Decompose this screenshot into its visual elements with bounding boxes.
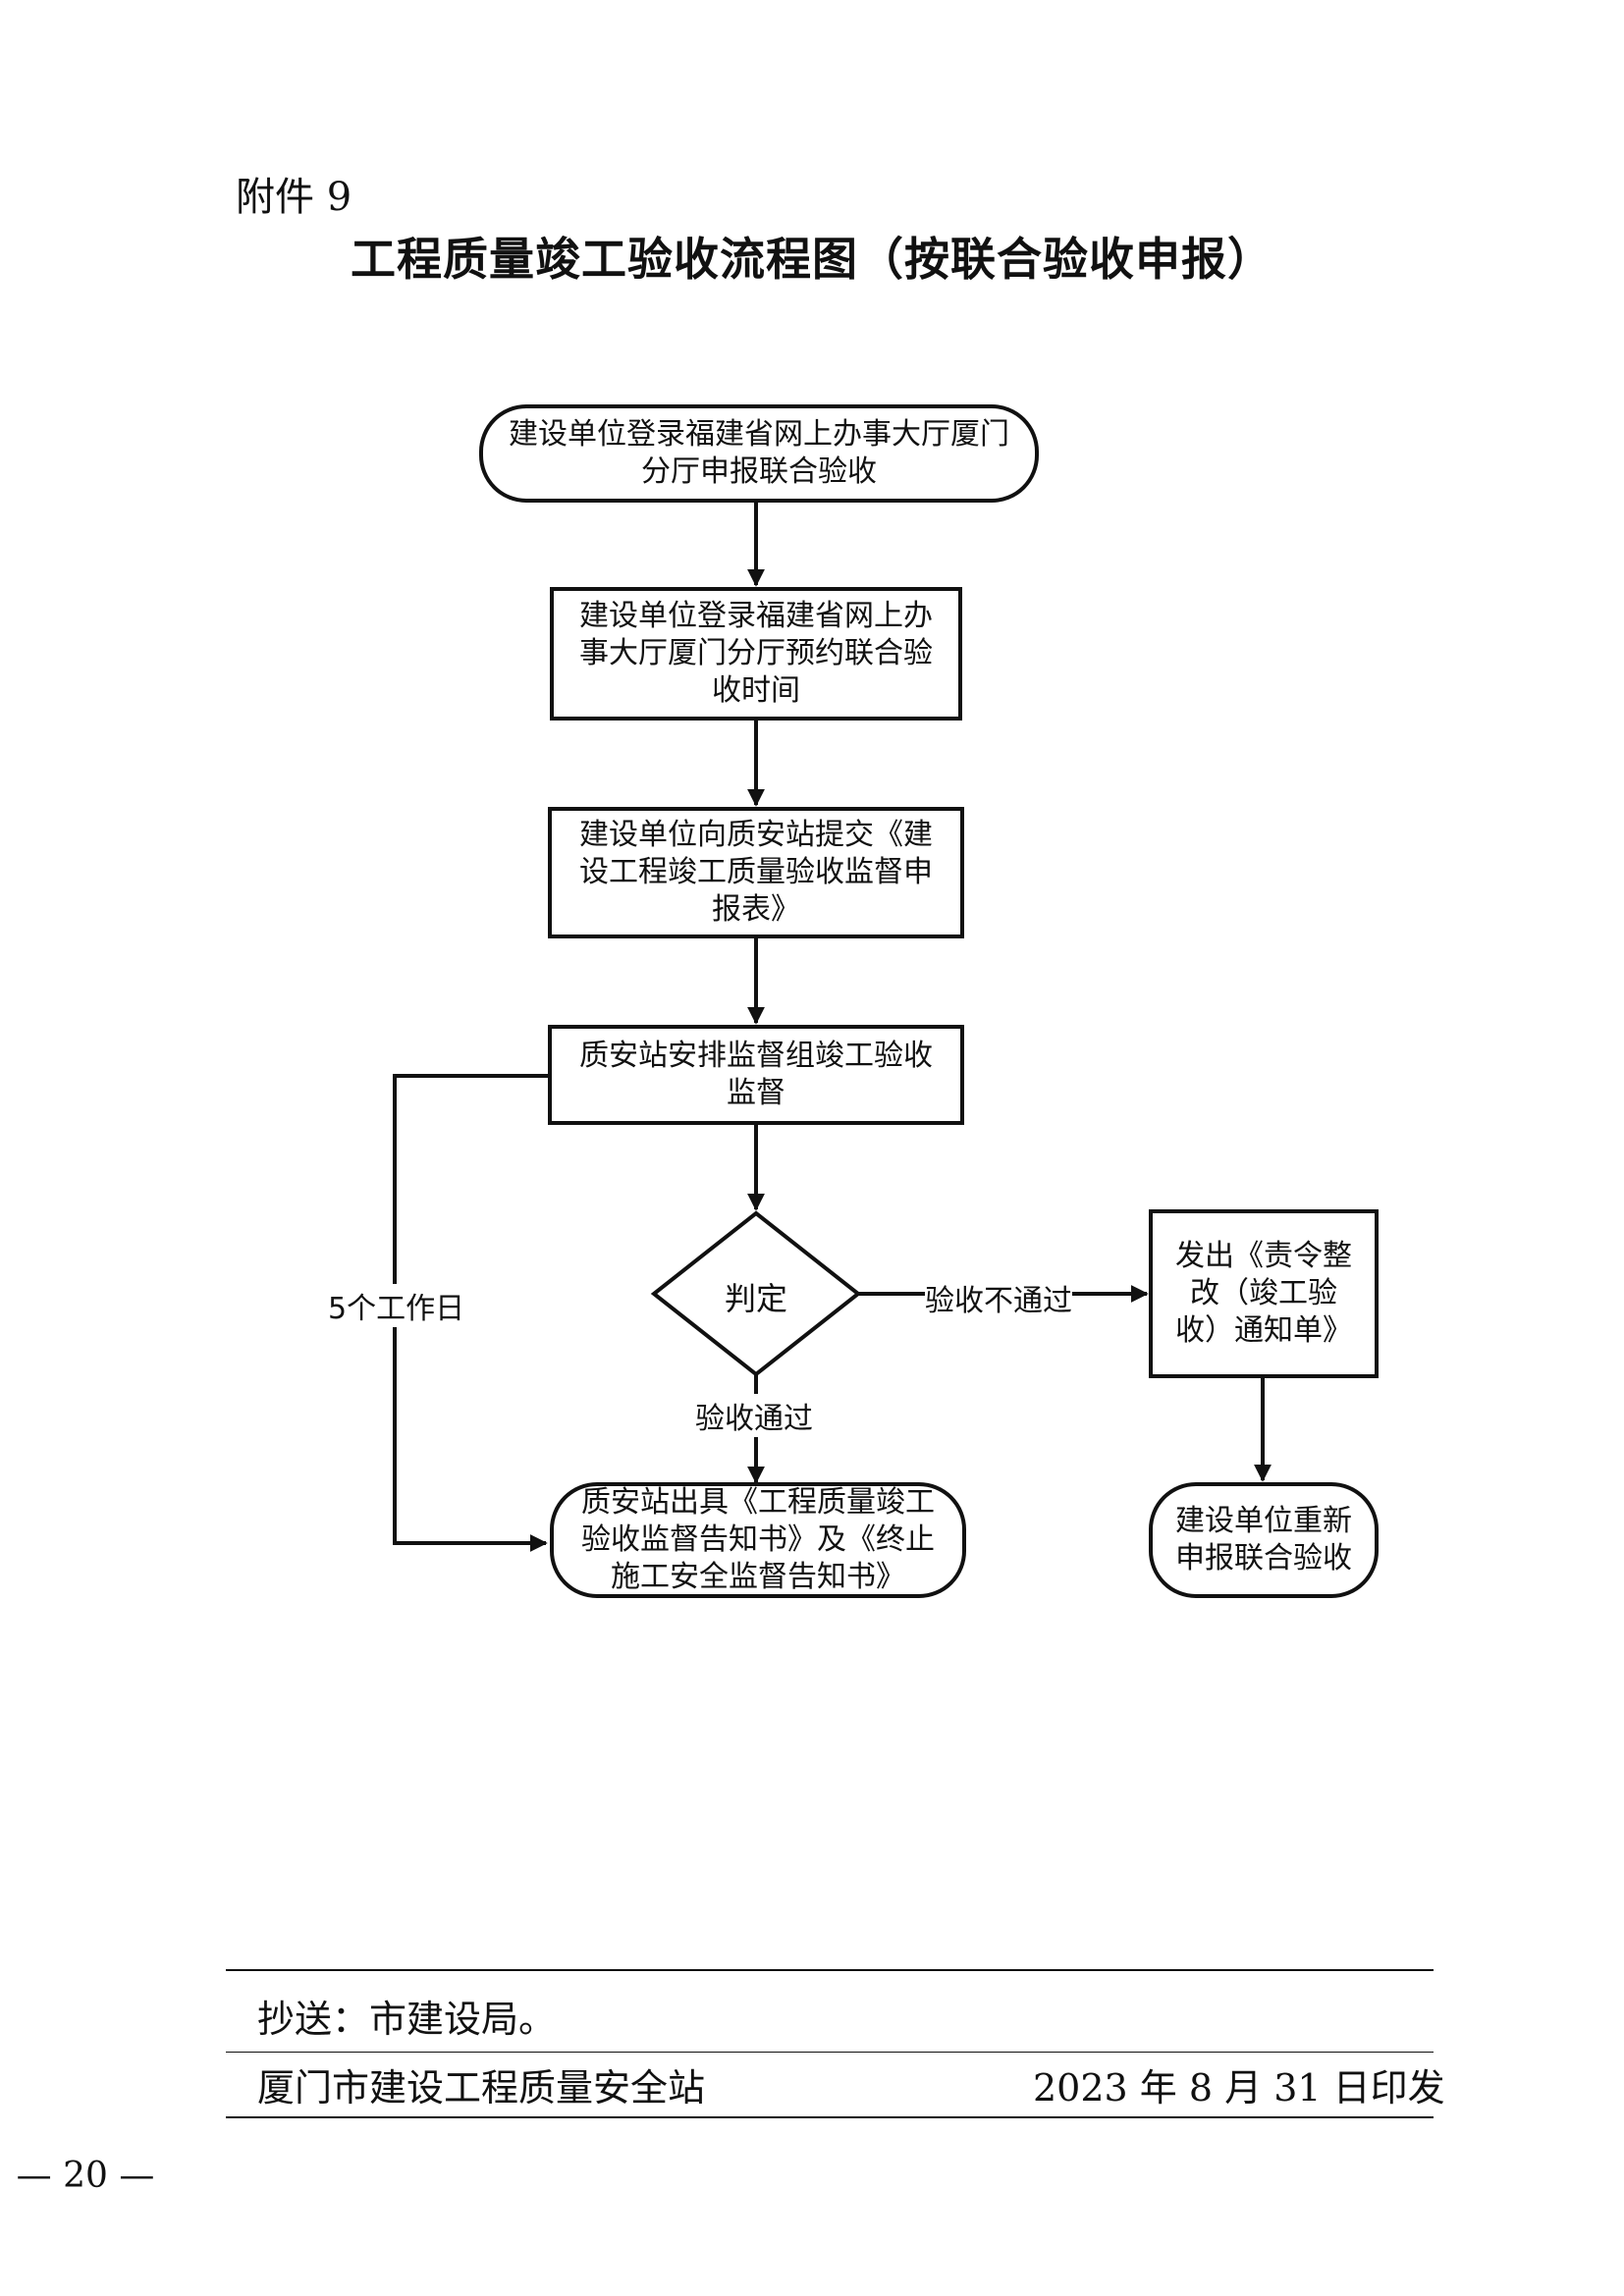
issuer-name: 厦门市建设工程质量安全站 bbox=[257, 2066, 706, 2109]
cc-line: 抄送：市建设局。 bbox=[257, 1998, 557, 2041]
step-submit-declaration-form: 建设单位向质安站提交《建设工程竣工质量验收监督申报表》 bbox=[548, 807, 964, 938]
step-book-acceptance-time: 建设单位登录福建省网上办事大厅厦门分厅预约联合验收时间 bbox=[550, 587, 962, 721]
decision-diamond bbox=[650, 1210, 862, 1377]
step-submit-joint-acceptance: 建设单位登录福建省网上办事大厅厦门分厅申报联合验收 bbox=[479, 404, 1039, 503]
step-arrange-supervision: 质安站安排监督组竣工验收监督 bbox=[548, 1025, 964, 1125]
fail-label: 验收不通过 bbox=[925, 1276, 1072, 1319]
page-title: 工程质量竣工验收流程图（按联合验收申报） bbox=[351, 233, 1273, 286]
footer-rule-bottom bbox=[226, 2116, 1434, 2118]
footer-rule-top bbox=[226, 1969, 1434, 1971]
pass-label: 验收通过 bbox=[695, 1394, 813, 1437]
page-number: — 20 — bbox=[16, 2156, 155, 2196]
decision-label: 判定 bbox=[724, 1280, 787, 1317]
days-label: 5个工作日 bbox=[328, 1284, 465, 1327]
step-resubmit-acceptance: 建设单位重新申报联合验收 bbox=[1149, 1482, 1379, 1598]
attachment-label: 附件 9 bbox=[236, 175, 352, 220]
footer-rule-middle bbox=[226, 2052, 1434, 2053]
step-rectification-notice: 发出《责令整改（竣工验收）通知单》 bbox=[1149, 1209, 1379, 1378]
step-issue-notices: 质安站出具《工程质量竣工验收监督告知书》及《终止施工安全监督告知书》 bbox=[550, 1482, 966, 1598]
issue-date: 2023 年 8 月 31 日印发 bbox=[1033, 2066, 1445, 2109]
